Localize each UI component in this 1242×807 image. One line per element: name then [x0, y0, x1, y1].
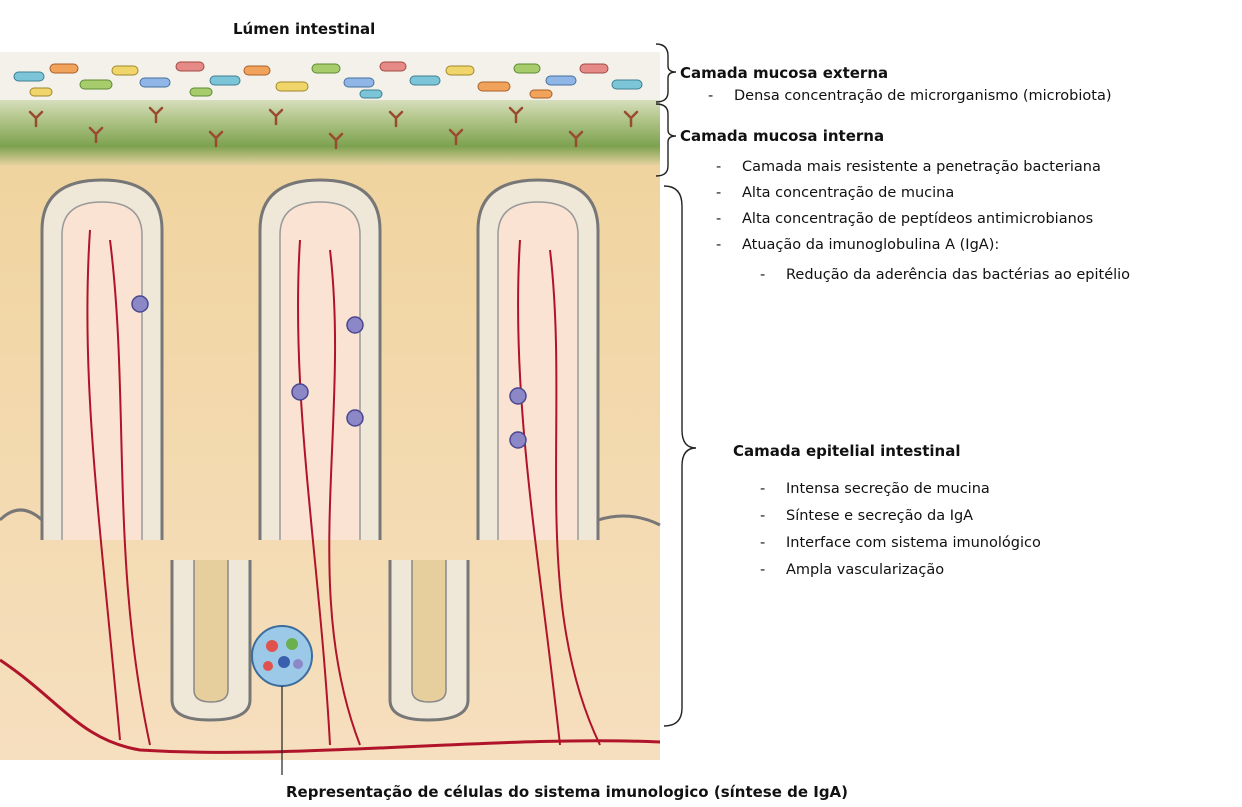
epithelial-item: -Intensa secreção de mucina [760, 481, 990, 497]
crypt [390, 560, 468, 720]
inner-mucus-item: -Alta concentração de mucina [716, 185, 954, 201]
immune-cells-caption: Representação de células do sistema imun… [286, 783, 848, 801]
epithelial-item: -Interface com sistema imunológico [760, 535, 1041, 551]
outer-mucus-item: -Densa concentração de microrganismo (mi… [708, 88, 1112, 104]
villus [260, 180, 380, 540]
epithelial-item: -Síntese e secreção da IgA [760, 508, 973, 524]
inner-mucus-item: -Camada mais resistente a penetração bac… [716, 159, 1101, 175]
crypt [172, 560, 250, 720]
outer-mucus-title: Camada mucosa externa [680, 64, 888, 82]
inner-mucus-layer [0, 90, 660, 165]
inner-mucus-title: Camada mucosa interna [680, 127, 884, 145]
lumen-label: Lúmen intestinal [233, 20, 375, 38]
villus [42, 180, 162, 540]
inner-mucus-item: -Atuação da imunoglobulina A (IgA): [716, 237, 999, 253]
inner-mucus-subitem: -Redução da aderência das bactérias ao e… [760, 267, 1130, 283]
bracket-epithelium [664, 186, 696, 726]
inner-mucus-item: -Alta concentração de peptídeos antimicr… [716, 211, 1093, 227]
epithelial-title: Camada epitelial intestinal [733, 442, 960, 460]
villus [478, 180, 598, 540]
epithelial-item: -Ampla vascularização [760, 562, 944, 578]
